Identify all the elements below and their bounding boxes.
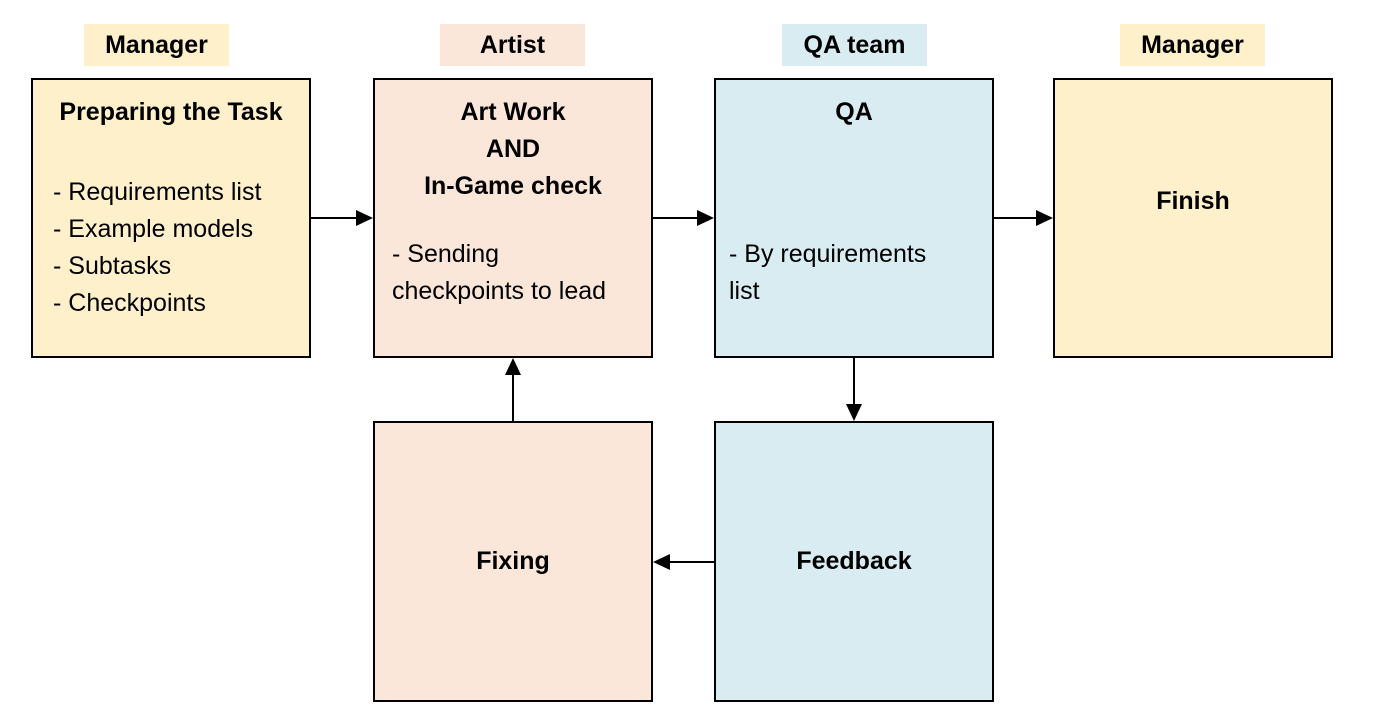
arrow-qa-to-finish (994, 210, 1053, 226)
artwork-title-line: In-Game check (424, 172, 602, 200)
artwork-title-line: AND (485, 135, 541, 163)
preparing-task-box: Preparing the Task - Requirements list -… (31, 78, 311, 358)
fixing-label: Fixing (476, 547, 550, 575)
preparing-task-list: - Requirements list - Example models - S… (53, 174, 303, 322)
qa-title: QA (835, 98, 873, 126)
finish-label: Finish (1156, 187, 1230, 215)
role-label-manager: Manager (84, 24, 229, 66)
list-item: - Example models (53, 215, 254, 243)
list-item: list (729, 277, 760, 305)
arrow-qa-to-feedback (846, 358, 862, 421)
artwork-title: Art Work AND In-Game check (375, 94, 651, 205)
feedback-title: Feedback (716, 423, 992, 700)
role-label-manager-final: Manager (1120, 24, 1265, 66)
artwork-box: Art Work AND In-Game check - Sending che… (373, 78, 653, 358)
list-item: - Sending (392, 240, 500, 268)
fixing-box: Fixing (373, 421, 653, 702)
arrow-preparing-to-artwork (311, 210, 373, 226)
feedback-label: Feedback (796, 547, 912, 575)
fixing-title: Fixing (375, 423, 651, 700)
arrow-fixing-to-artwork (505, 358, 521, 421)
arrow-artwork-to-qa (653, 210, 714, 226)
qa-box: QA - By requirements list (714, 78, 994, 358)
list-item: - Requirements list (53, 178, 262, 206)
list-item: - Checkpoints (53, 289, 206, 317)
finish-title: Finish (1055, 80, 1331, 216)
role-label-artist: Artist (440, 24, 585, 66)
preparing-task-title: Preparing the Task (59, 98, 283, 126)
qa-list: - By requirements list (729, 236, 986, 310)
list-item: checkpoints to lead (392, 277, 607, 305)
feedback-box: Feedback (714, 421, 994, 702)
finish-box: Finish (1053, 78, 1333, 358)
role-label-qa-team: QA team (782, 24, 927, 66)
arrow-feedback-to-fixing (653, 554, 714, 570)
list-item: - By requirements (729, 240, 927, 268)
artwork-list: - Sending checkpoints to lead (392, 236, 645, 310)
list-item: - Subtasks (53, 252, 172, 280)
artwork-title-line: Art Work (460, 98, 566, 126)
